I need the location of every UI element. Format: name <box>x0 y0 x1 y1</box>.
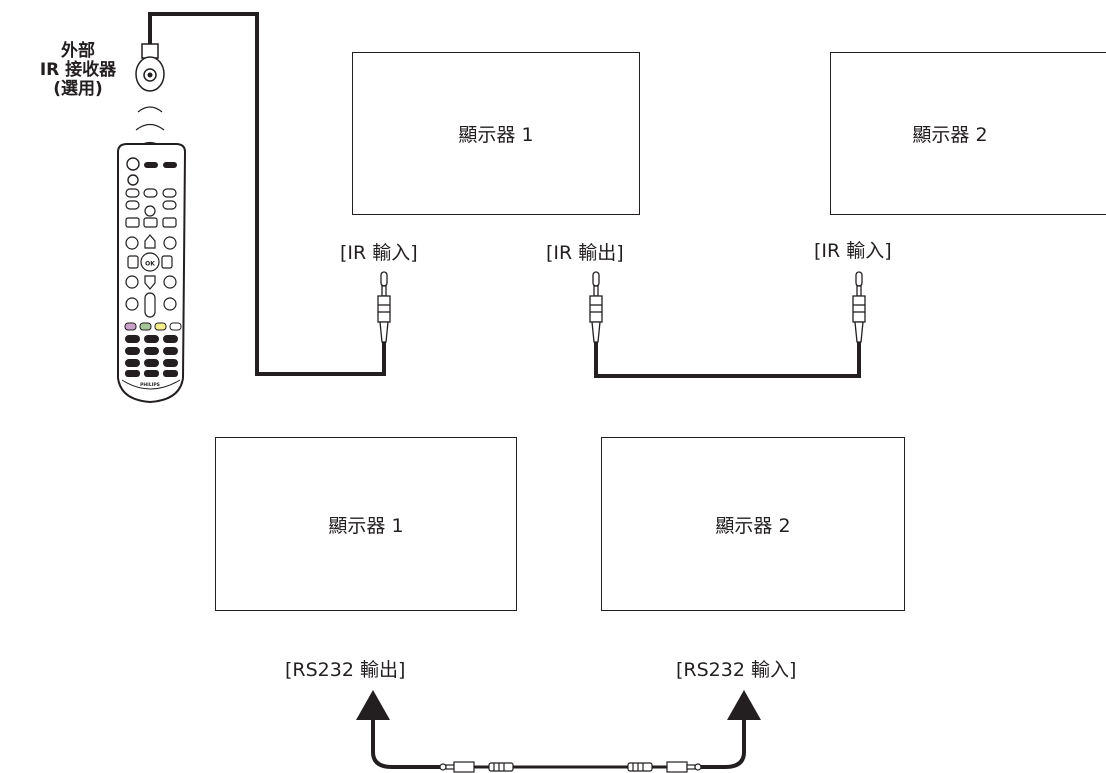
ir-receiver-sensor <box>135 20 165 92</box>
ir-in-jack-display2 <box>852 271 866 343</box>
rs232-cable <box>439 761 702 773</box>
ir-display-1: 顯示器 1 <box>352 52 640 215</box>
ir-out-jack-display1 <box>589 271 603 343</box>
external-ir-line2: IR 接收器 <box>39 60 117 80</box>
ir-daisy-chain-cable <box>594 342 861 378</box>
rs232-display-2-label: 顯示器 2 <box>715 514 791 537</box>
svg-text:OK: OK <box>145 261 155 268</box>
ir-display-2-label: 顯示器 2 <box>912 124 988 146</box>
rs232-display-2: 顯示器 2 <box>601 437 905 611</box>
ir-in-label-2: [IR 輸入] <box>814 240 892 262</box>
external-ir-line3: (選用) <box>53 79 103 99</box>
ir-display-1-label: 顯示器 1 <box>458 124 534 146</box>
ir-cable <box>148 12 386 376</box>
rs232-out-label: [RS232 輸出] <box>285 659 406 681</box>
rs232-in-arrow <box>700 690 761 769</box>
external-ir-receiver-label: 外部 IR 接收器 (選用) <box>28 42 128 99</box>
ir-display-2: 顯示器 2 <box>830 52 1106 215</box>
rs232-out-arrow <box>356 690 445 769</box>
rs232-display-1: 顯示器 1 <box>215 437 517 611</box>
remote-control: OK PHILIPS <box>117 143 187 404</box>
ir-signal-waves <box>135 106 165 149</box>
svg-text:PHILIPS: PHILIPS <box>140 382 160 388</box>
rs232-in-label: [RS232 輸入] <box>676 659 797 681</box>
external-ir-line1: 外部 <box>61 41 95 61</box>
ir-in-label-1: [IR 輸入] <box>340 242 418 264</box>
ir-out-label: [IR 輸出] <box>546 242 624 264</box>
rs232-display-1-label: 顯示器 1 <box>328 514 404 537</box>
ir-in-jack-display1 <box>377 271 391 343</box>
